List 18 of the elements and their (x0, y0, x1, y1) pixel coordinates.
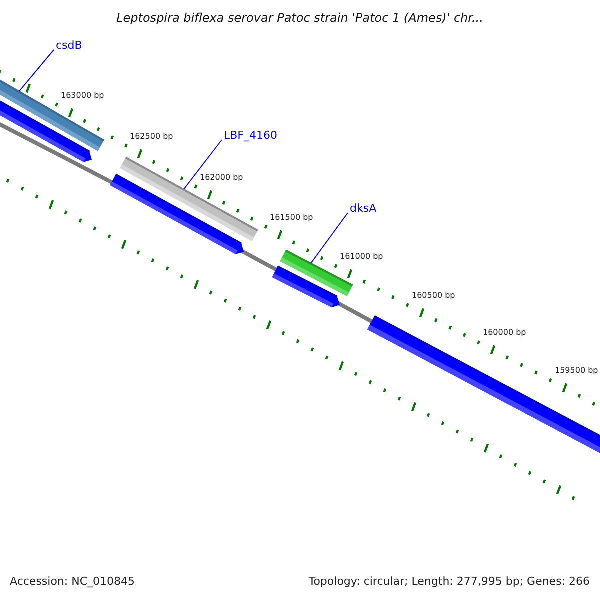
gene-label: csdB (56, 40, 82, 51)
leader-line (183, 140, 222, 190)
gene-label: dksA (350, 203, 377, 214)
scale-label: 162000 bp (200, 174, 244, 182)
scale-label: 162500 bp (130, 133, 174, 141)
scale-label: 161000 bp (340, 253, 384, 261)
scale-label: 159500 bp (555, 367, 598, 375)
gene-bar (120, 156, 258, 242)
scale-label: 160500 bp (412, 292, 456, 300)
accession-text: Accession: NC_010845 (10, 576, 136, 587)
title: Leptospira biflexa serovar Patoc strain 'Patoc 1 (Ames)' chr... (116, 12, 484, 24)
leader-line (18, 50, 54, 92)
scale-label: 160000 bp (483, 329, 526, 337)
scale-label: 163000 bp (61, 92, 104, 100)
gene-label: LBF_4160 (224, 130, 278, 141)
leader-line (310, 212, 348, 264)
summary-text: Topology: circular; Length: 277,995 bp; Genes: 266 (308, 576, 590, 587)
scale-label: 161500 bp (270, 214, 314, 222)
